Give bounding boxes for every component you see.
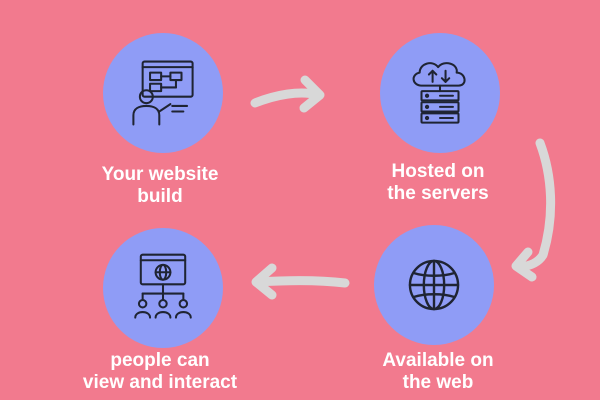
label-line: the servers (387, 183, 489, 204)
node-people-interact (103, 228, 223, 348)
label-line: Your website (101, 164, 219, 185)
arrowhead-web-to-people (251, 263, 277, 300)
label-line: Hosted on (391, 161, 485, 182)
node-available-web (374, 225, 494, 345)
label-hosted-servers: Hosted on the servers (318, 161, 558, 205)
label-line: view and interact (82, 372, 238, 393)
cloud-server-icon (412, 62, 466, 124)
label-line: the web (402, 372, 474, 393)
arrowhead-hosted-to-web (511, 247, 537, 282)
label-website-build: Your website build (40, 164, 280, 208)
label-people-interact: people can view and interact (40, 350, 280, 394)
node-website-build (103, 33, 223, 153)
arrow-hosted-to-web (515, 138, 556, 272)
globe-icon (408, 259, 460, 311)
label-line: Available on (382, 350, 494, 371)
node-hosted-servers (380, 33, 500, 153)
label-line: build (137, 186, 183, 207)
label-line: people can (110, 350, 210, 371)
arrowhead-build-to-hosted (299, 75, 325, 113)
developer-at-screen-icon (132, 60, 194, 126)
network-users-icon (134, 253, 192, 319)
label-available-web: Available on the web (318, 350, 558, 394)
arrow-web-to-people (253, 276, 350, 288)
